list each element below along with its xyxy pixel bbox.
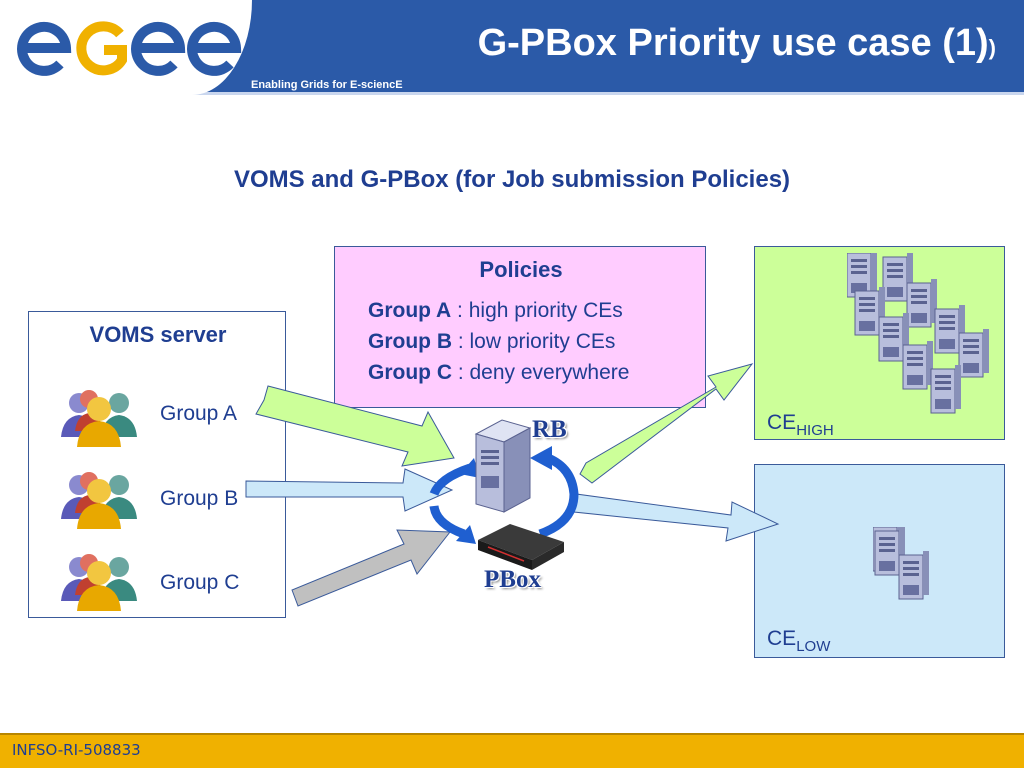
- pbox-device-icon: [478, 524, 564, 570]
- slide-subtitle: VOMS and G-PBox (for Job submission Poli…: [233, 166, 791, 193]
- header-rule: [0, 92, 1024, 95]
- egee-logo-icon: [17, 21, 242, 76]
- policies-title: Policies: [479, 257, 563, 282]
- ce-low-label-text: CE: [767, 627, 797, 650]
- server-cluster-icon: [847, 253, 990, 414]
- cycle-arrow-head-icon: [460, 458, 480, 478]
- group-c-arrow: [291, 529, 451, 607]
- cycle-arrow-head-icon: [456, 525, 476, 544]
- cycle-arrow-icon: [429, 463, 472, 496]
- header-tagline: Enabling Grids for E-sciencE: [251, 79, 403, 91]
- rb-to-ce-low-arrow: [573, 493, 780, 542]
- pbox-label: PBox: [484, 566, 541, 593]
- project-id: INFSO-RI-508833: [12, 741, 141, 759]
- voms-group-a-label: Group A: [160, 402, 238, 425]
- users-group-icon: [61, 554, 137, 611]
- policy-rule-a-group: Group A: [368, 299, 452, 322]
- policy-rule-b: Group B : low priority CEs: [368, 330, 615, 354]
- policies-box: Policies Group A : high priority CEs Gro…: [334, 246, 706, 408]
- ce-low-box: CELOW: [754, 464, 1005, 658]
- server-unit-icon: [847, 253, 877, 298]
- policy-rule-b-group: Group B: [368, 330, 452, 353]
- voms-server-box: VOMS server Group A Group B Group C: [28, 311, 286, 618]
- ce-high-label: CEHIGH: [767, 411, 834, 439]
- server-cluster-icon: [873, 527, 930, 600]
- voms-group-b-label: Group B: [160, 487, 239, 510]
- slide-title-tail: ): [988, 35, 996, 60]
- rb-server-tower-icon: [474, 419, 532, 513]
- policy-rule-b-text: : low priority CEs: [452, 330, 616, 353]
- policy-rule-c-text: : deny everywhere: [452, 361, 630, 384]
- cycle-arrow-head-icon: [530, 446, 552, 470]
- policy-rule-c-group: Group C: [368, 361, 452, 384]
- ce-high-box: CEHIGH: [754, 246, 1005, 440]
- ce-high-label-sub: HIGH: [796, 422, 834, 439]
- voms-server-title: VOMS server: [89, 322, 227, 347]
- footer-rule: [0, 733, 1024, 735]
- policy-rule-a-text: : high priority CEs: [451, 299, 623, 322]
- egee-logo: [0, 0, 252, 95]
- ce-low-label-sub: LOW: [796, 638, 831, 655]
- ce-high-label-text: CE: [767, 411, 797, 434]
- header-bar: G-PBox Priority use case (1)) Enabling G…: [0, 0, 1024, 95]
- users-group-icon: [61, 472, 137, 529]
- slide-title-text: G-PBox Priority use case (1): [477, 22, 989, 64]
- ce-low-label: CELOW: [767, 627, 830, 655]
- policy-rule-a: Group A : high priority CEs: [368, 299, 623, 323]
- voms-group-c-label: Group C: [160, 571, 240, 594]
- footer-bar: INFSO-RI-508833: [0, 733, 1024, 768]
- cycle-arrow-icon: [538, 453, 579, 539]
- policy-rule-c: Group C : deny everywhere: [368, 361, 629, 385]
- users-group-icon: [61, 390, 137, 447]
- rb-label: RB: [532, 416, 567, 443]
- cycle-arrow-icon: [429, 505, 466, 539]
- slide-title: G-PBox Priority use case (1)): [478, 22, 996, 65]
